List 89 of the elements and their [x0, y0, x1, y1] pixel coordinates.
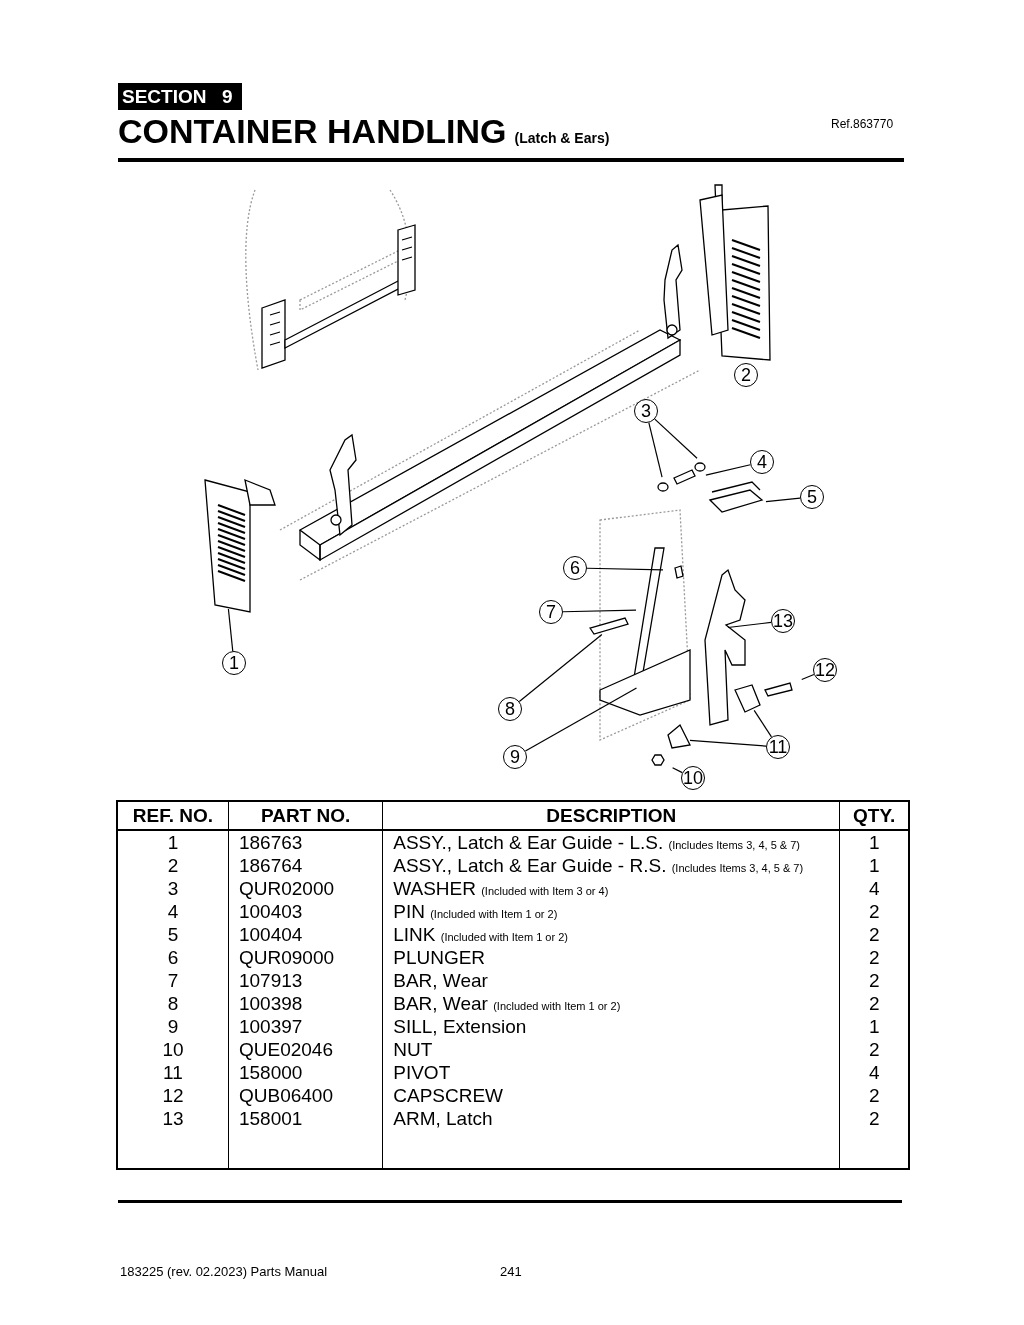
table-cell: QUR09000	[228, 946, 383, 969]
table-cell: QUB06400	[228, 1084, 383, 1107]
leader-line	[227, 608, 234, 652]
leader-line	[648, 422, 663, 478]
table-cell: NUT	[382, 1038, 840, 1061]
leader-line	[672, 767, 683, 774]
table-cell: 1	[839, 830, 909, 854]
callout-number: 11	[766, 735, 790, 759]
table-cell: 107913	[228, 969, 383, 992]
table-cell: 1	[117, 830, 229, 854]
table-cell: 3	[117, 877, 229, 900]
table-cell: 2	[839, 1107, 909, 1130]
table-cell: 4	[117, 900, 229, 923]
callout-number: 2	[734, 363, 758, 387]
callout-number: 1	[222, 651, 246, 675]
table-cell: 186763	[228, 830, 383, 854]
footer-text: 183225 (rev. 02.2023) Parts Manual	[120, 1264, 328, 1279]
leader-line	[518, 633, 603, 703]
table-cell: PIN (Included with Item 1 or 2)	[393, 901, 558, 922]
table-cell: 100397	[228, 1015, 383, 1038]
callout-number: 10	[681, 766, 705, 790]
leader-line	[562, 609, 637, 613]
table-cell: 2	[117, 854, 229, 877]
leader-line	[765, 497, 801, 503]
leader-line	[801, 673, 815, 681]
table-cell: 186764	[228, 854, 383, 877]
table-cell: 2	[839, 900, 909, 923]
table-cell: ASSY., Latch & Ear Guide - L.S. (Includes Items 3, 4, 5 & 7)	[393, 832, 800, 853]
leader-line	[524, 687, 638, 752]
table-cell: QUR02000	[228, 877, 383, 900]
table-cell: 12	[117, 1084, 229, 1107]
callout-number: 13	[771, 609, 795, 633]
table-cell: 9	[117, 1015, 229, 1038]
section-label: SECTION	[122, 86, 207, 108]
table-cell: BAR, Wear	[382, 969, 840, 992]
callout-number: 6	[563, 556, 587, 580]
table-cell: PIVOT	[382, 1061, 840, 1084]
leader-line	[586, 567, 664, 571]
table-cell: ASSY., Latch & Ear Guide - R.S. (Includes Items 3, 4, 5 & 7)	[393, 855, 804, 876]
table-cell: LINK (Included with Item 1 or 2)	[393, 924, 568, 945]
callout-number: 9	[503, 745, 527, 769]
table-cell: 158000	[228, 1061, 383, 1084]
section-number: 9	[222, 86, 233, 108]
callout-number: 8	[498, 697, 522, 721]
callout-number: 4	[750, 450, 774, 474]
page-number: 241	[500, 1264, 522, 1279]
callout-number: 5	[800, 485, 824, 509]
table-cell: 2	[839, 946, 909, 969]
callout-number: 12	[813, 658, 837, 682]
table-cell: 8	[117, 992, 229, 1015]
table-cell: 5	[117, 923, 229, 946]
table-cell: 1	[839, 854, 909, 877]
table-cell: 2	[839, 969, 909, 992]
column-header: DESCRIPTION	[382, 801, 840, 830]
table-cell: 13	[117, 1107, 229, 1130]
table-cell: 100398	[228, 992, 383, 1015]
leader-line	[727, 621, 772, 629]
table-cell: 100403	[228, 900, 383, 923]
table-cell: 10	[117, 1038, 229, 1061]
table-cell: PLUNGER	[382, 946, 840, 969]
leader-line	[753, 709, 773, 738]
subtitle: (Latch & Ears)	[514, 130, 610, 146]
table-cell: ARM, Latch	[382, 1107, 840, 1130]
table-cell: CAPSCREW	[382, 1084, 840, 1107]
table-cell: QUE02046	[228, 1038, 383, 1061]
leader-line	[654, 418, 698, 459]
callout-number: 3	[634, 399, 658, 423]
column-header: REF. NO.	[117, 801, 229, 830]
table-cell: 1	[839, 1015, 909, 1038]
leader-line	[705, 464, 751, 476]
column-header: PART NO.	[228, 801, 383, 830]
table-cell: 2	[839, 923, 909, 946]
reference-number: Ref.863770	[831, 117, 894, 131]
table-cell: 2	[839, 1084, 909, 1107]
table-cell: 4	[839, 877, 909, 900]
table-cell: 4	[839, 1061, 909, 1084]
table-cell: 11	[117, 1061, 229, 1084]
table-cell: 100404	[228, 923, 383, 946]
table-cell: 2	[839, 1038, 909, 1061]
callout-number: 7	[539, 600, 563, 624]
table-cell: SILL, Extension	[382, 1015, 840, 1038]
leader-line	[689, 739, 767, 747]
table-cell: 7	[117, 969, 229, 992]
table-cell: BAR, Wear (Included with Item 1 or 2)	[393, 993, 621, 1014]
table-cell: 6	[117, 946, 229, 969]
table-cell: WASHER (Included with Item 3 or 4)	[393, 878, 609, 899]
table-cell: 158001	[228, 1107, 383, 1130]
page-title: CONTAINER HANDLING	[118, 112, 507, 151]
table-cell: 2	[839, 992, 909, 1015]
